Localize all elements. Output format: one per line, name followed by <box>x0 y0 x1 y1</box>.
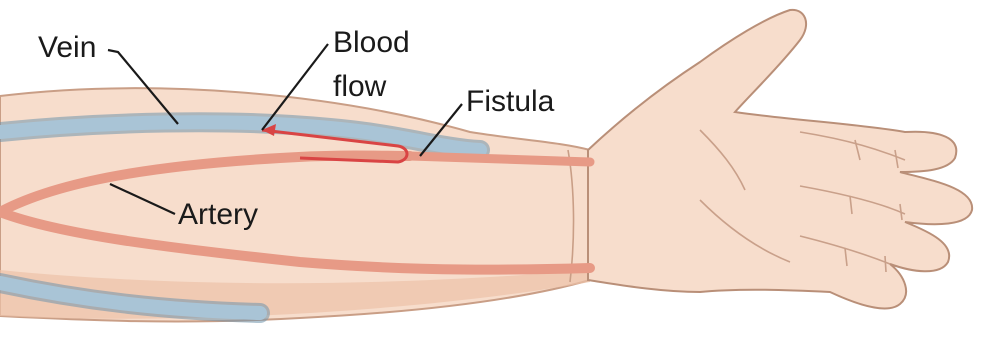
fistula-label: Fistula <box>466 87 554 117</box>
artery-wrist-segment <box>410 156 590 162</box>
hand-skin <box>588 10 972 309</box>
blood-flow-label-line1: Blood <box>333 28 410 58</box>
blood-flow-label-line2: flow <box>333 72 386 102</box>
vein-label: Vein <box>38 33 96 63</box>
artery-label: Artery <box>178 200 258 230</box>
